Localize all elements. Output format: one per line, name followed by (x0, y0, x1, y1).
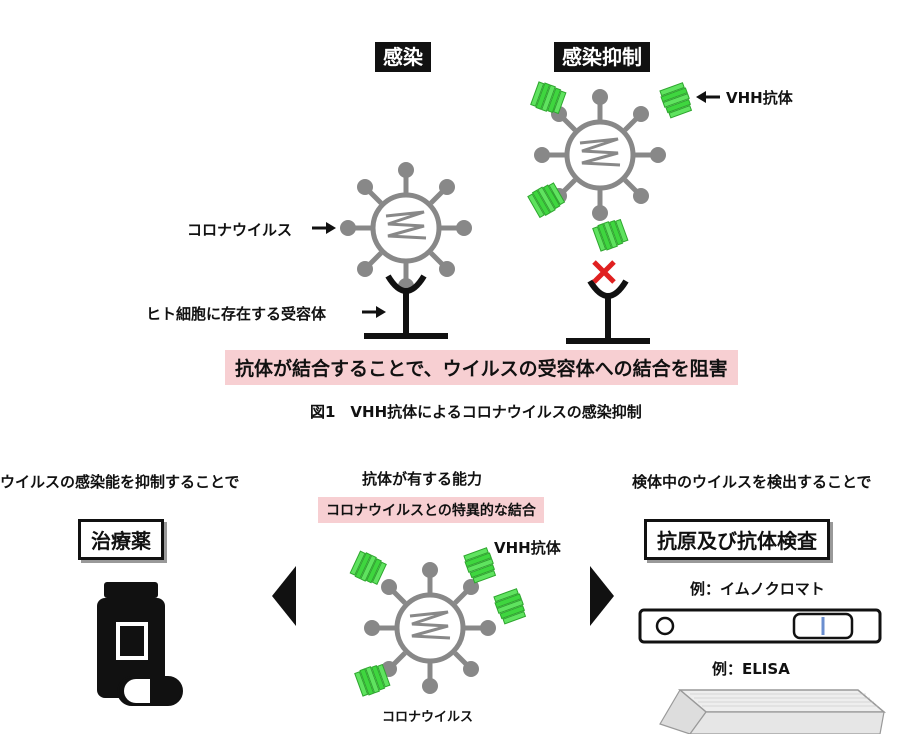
capsule-icon (117, 676, 183, 706)
inhibition-tag: 感染抑制 (554, 42, 650, 72)
antibody-c1 (349, 549, 388, 587)
example-elisa: 例：ELISA (712, 660, 790, 678)
center-pink: コロナウイルスとの特異的な結合 (318, 497, 544, 523)
center-corona-label: コロナウイルス (382, 710, 474, 725)
antibody-3 (526, 180, 566, 219)
vhh-label-top: VHH抗体 (726, 89, 793, 107)
right-heading: 検体中のウイルスを検出することで (632, 473, 872, 491)
left-heading: ウイルスの感染能を抑制することで (0, 473, 240, 491)
pink-banner: 抗体が結合することで、ウイルスの受容体への結合を阻害 (225, 350, 738, 385)
antibody-4 (591, 217, 630, 253)
antibody-2 (658, 81, 694, 120)
medicine-bottle-icon (97, 582, 165, 698)
test-strip-icon (638, 608, 882, 644)
center-vhh-label: VHH抗体 (494, 539, 561, 557)
elisa-plate-icon (659, 689, 887, 734)
receptor-label: ヒト細胞に存在する受容体 (146, 305, 327, 323)
arrow-to-corona-icon (312, 222, 336, 234)
center-heading: 抗体が有する能力 (362, 470, 483, 488)
right-arrow-icon (590, 566, 614, 626)
infection-tag: 感染 (375, 42, 431, 72)
corona-label: コロナウイルス (187, 221, 293, 239)
example-immunochromato: 例：イムノクロマト (690, 580, 825, 598)
left-box-therapeutic: 治療薬 (78, 519, 164, 560)
left-arrow-icon (272, 566, 296, 626)
arrow-to-vhh-icon (696, 91, 720, 103)
arrow-to-receptor-icon (362, 306, 386, 318)
receptor-right (566, 281, 650, 341)
antibody-c2 (462, 546, 498, 585)
antibody-c3 (492, 587, 528, 626)
right-box-test: 抗原及び抗体検査 (644, 519, 830, 560)
x-mark-icon (592, 260, 616, 284)
figure-caption: 図1 VHH抗体によるコロナウイルスの感染抑制 (310, 403, 642, 421)
virus-infection (340, 162, 472, 294)
